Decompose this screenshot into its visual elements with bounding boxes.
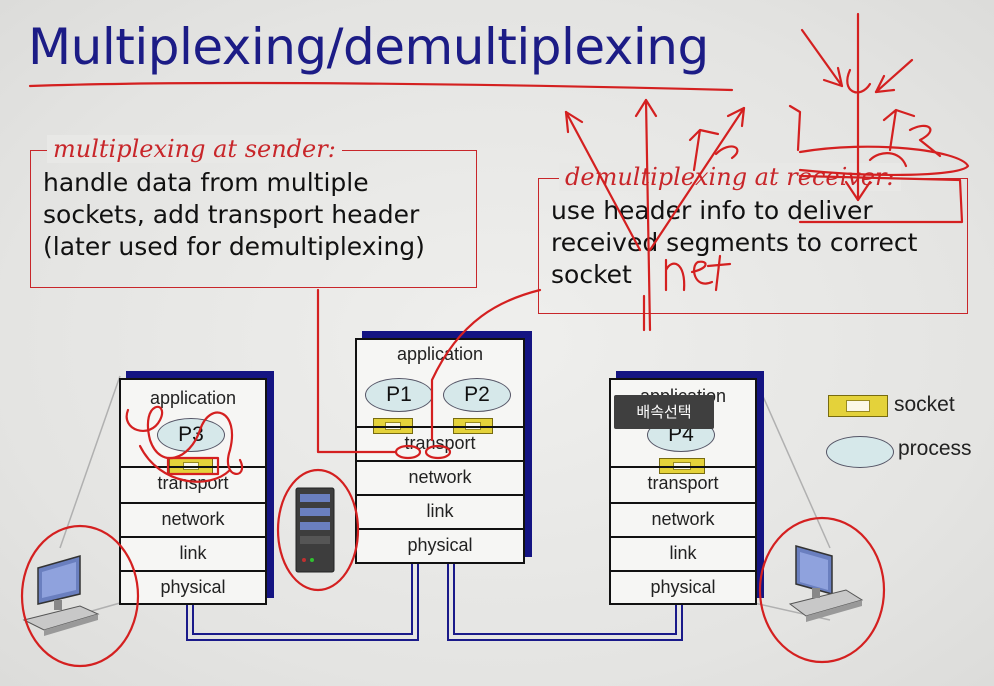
server-icon: [296, 488, 334, 572]
legend-process-icon: [826, 436, 894, 468]
right-computer-icon: [790, 546, 862, 622]
middle-transport-layer: transport: [357, 426, 523, 460]
legend-process-label: process: [898, 437, 972, 461]
multiplexing-line: sockets, add transport header: [43, 199, 425, 231]
demultiplexing-line: use header info to deliver: [551, 195, 917, 227]
middle-process-p1: P1: [365, 378, 433, 412]
middle-network-layer: network: [357, 460, 523, 494]
middle-host-stack: application P1 P2 transport network link…: [355, 338, 525, 564]
middle-application-label: application: [357, 344, 523, 365]
left-computer-icon: [24, 556, 98, 636]
left-physical-layer: physical: [121, 570, 265, 603]
multiplexing-line: handle data from multiple: [43, 167, 425, 199]
left-link-layer: link: [121, 536, 265, 570]
slide-title: Multiplexing/demultiplexing: [28, 18, 709, 76]
multiplexing-callout: multiplexing at sender: handle data from…: [30, 150, 477, 288]
left-network-layer: network: [121, 502, 265, 536]
demultiplexing-line: received segments to correct: [551, 227, 917, 259]
legend-socket-icon: [828, 395, 888, 417]
legend-socket-label: socket: [894, 393, 955, 417]
left-transport-layer: transport: [121, 466, 265, 502]
middle-process-p2: P2: [443, 378, 511, 412]
multiplexing-heading: multiplexing at sender:: [47, 135, 342, 163]
multiplexing-line: (later used for demultiplexing): [43, 231, 425, 263]
right-transport-layer: transport: [611, 466, 755, 502]
middle-link-layer: link: [357, 494, 523, 528]
middle-physical-layer: physical: [357, 528, 523, 562]
demultiplexing-body: use header info to deliver received segm…: [551, 195, 917, 291]
left-host-stack: application P3 transport network link ph…: [119, 378, 267, 605]
demultiplexing-callout: demultiplexing at receiver: use header i…: [538, 178, 968, 314]
multiplexing-body: handle data from multiple sockets, add t…: [43, 167, 425, 263]
right-physical-layer: physical: [611, 570, 755, 603]
speed-select-tooltip: 배속선택: [614, 395, 714, 429]
right-network-layer: network: [611, 502, 755, 536]
demultiplexing-line: socket: [551, 259, 917, 291]
left-process-p3: P3: [157, 418, 225, 452]
left-application-label: application: [121, 388, 265, 409]
demultiplexing-heading: demultiplexing at receiver:: [559, 163, 901, 191]
right-link-layer: link: [611, 536, 755, 570]
